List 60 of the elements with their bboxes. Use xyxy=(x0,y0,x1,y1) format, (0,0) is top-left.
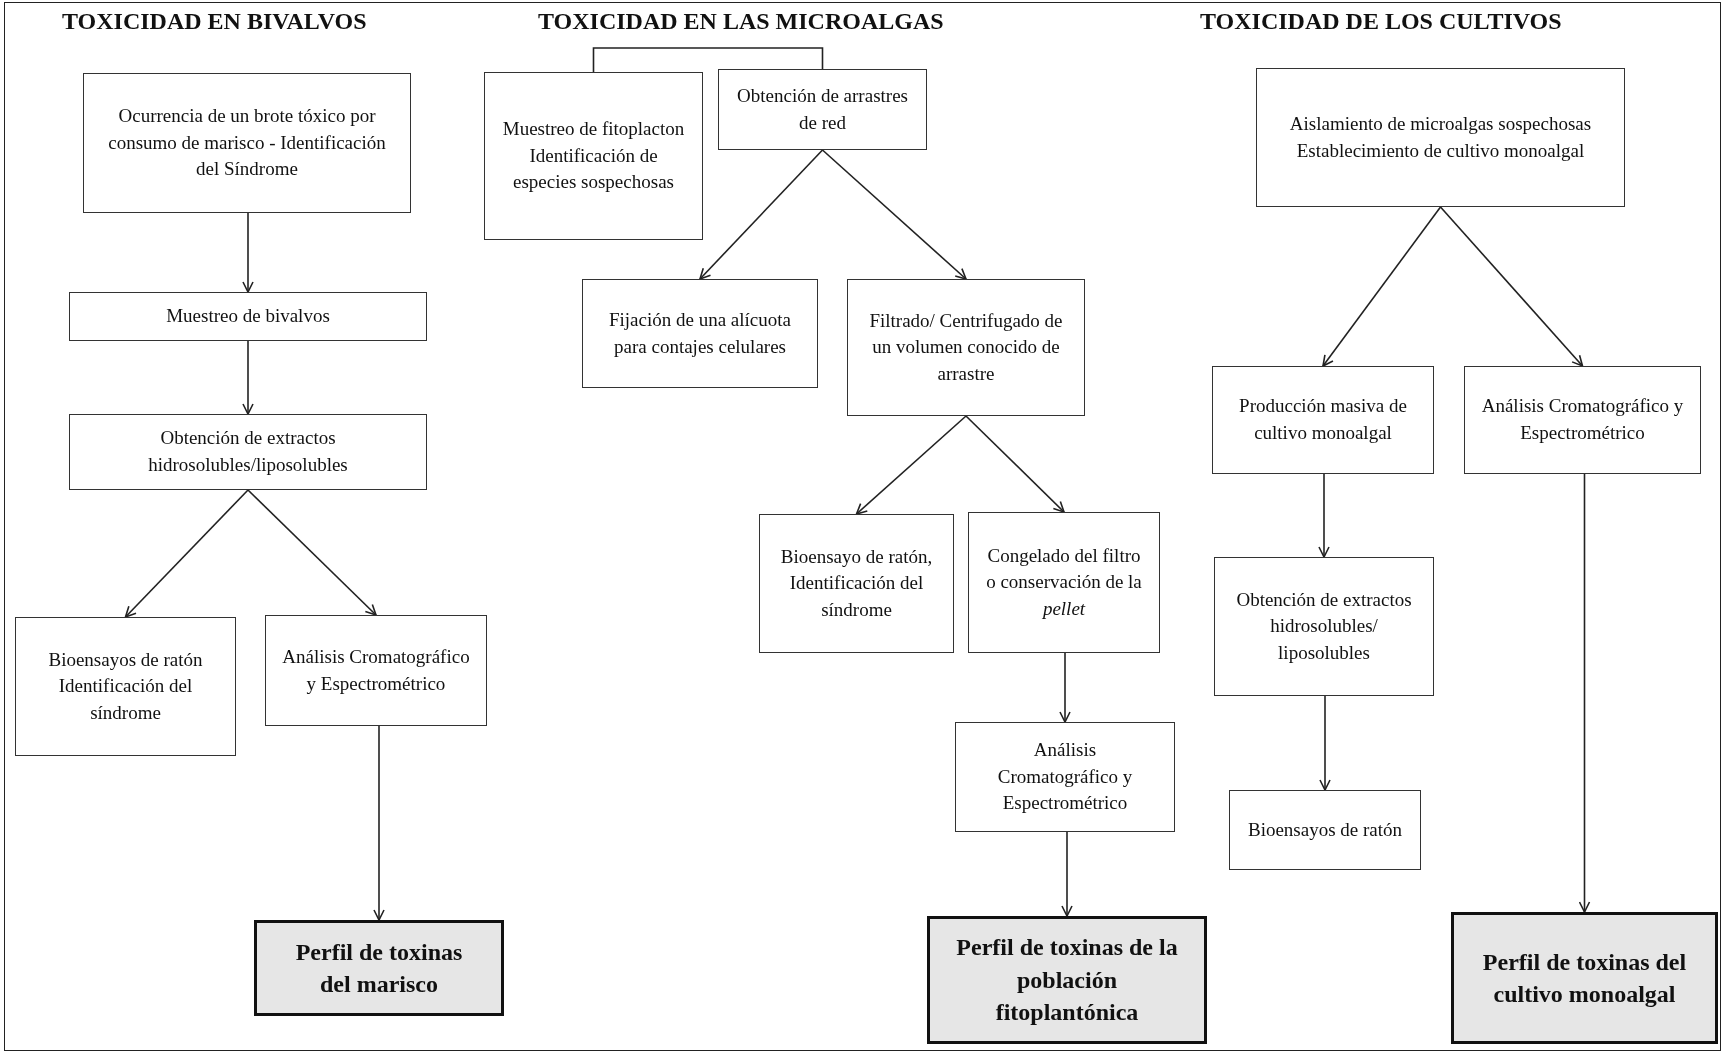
process-box xyxy=(847,279,1085,416)
process-box xyxy=(1212,366,1434,474)
box-text: Análisis Cromatográfico y Espectrométrico xyxy=(282,644,470,696)
arrow xyxy=(124,489,249,618)
box-text: Obtención de arrastres de red xyxy=(736,83,909,135)
process-box xyxy=(759,514,954,653)
arrow xyxy=(1059,652,1071,723)
column-heading: TOXICIDAD EN BIVALVOS xyxy=(62,8,367,35)
arrow xyxy=(1322,206,1442,367)
box-text: Filtrado/ Centrifugado de un volumen conocido de arrastre xyxy=(868,308,1064,386)
process-box xyxy=(1229,790,1421,870)
process-box xyxy=(718,69,927,150)
process-box xyxy=(83,73,411,213)
box-text: Análisis Cromatográfico y Espectrométrico xyxy=(996,738,1134,816)
process-box xyxy=(1256,68,1625,207)
box-text: Perfil de toxinas de la población fitoplantónica xyxy=(955,933,1179,1028)
arrow xyxy=(699,149,824,280)
box-text: Perfil de toxinas del marisco xyxy=(294,937,464,999)
process-box xyxy=(15,617,236,756)
box-text: Obtención de extractos hidrosolubles/ liposolubles xyxy=(1235,587,1413,665)
result-box xyxy=(927,916,1207,1044)
column-heading: TOXICIDAD EN LAS MICROALGAS xyxy=(538,8,944,35)
arrow xyxy=(1578,473,1591,913)
box-text: Bioensayos de ratón xyxy=(1247,817,1403,842)
box-text: Ocurrencia de un brote tóxico por consumo de marisco - Identificación del Síndrome xyxy=(107,104,387,182)
box-text: Fijación de una alícuota para contajes celulares xyxy=(608,307,792,359)
arrow xyxy=(242,212,254,293)
box-text: Muestreo de fitoplacton Identificación de especies sospechosas xyxy=(501,117,686,195)
arrow xyxy=(242,340,254,415)
arrow xyxy=(821,149,967,280)
box-text: Perfil de toxinas del cultivo monoalgal xyxy=(1481,947,1688,1009)
arrow xyxy=(855,415,967,515)
arrow xyxy=(1439,206,1584,367)
process-box xyxy=(582,279,818,388)
arrow xyxy=(1319,695,1331,791)
process-box xyxy=(955,722,1175,832)
box-text: Bioensayo de ratón, Identificación del síndrome xyxy=(779,544,934,622)
column-heading: TOXICIDAD DE LOS CULTIVOS xyxy=(1200,8,1562,35)
result-box xyxy=(1451,912,1718,1044)
arrow xyxy=(1061,831,1073,917)
box-text: Congelado del filtro o conservación de la pellet xyxy=(985,543,1143,621)
process-box xyxy=(1464,366,1701,474)
box-text: Obtención de extractos hidrosolubles/liposolubles xyxy=(147,426,349,477)
result-box xyxy=(254,920,504,1016)
process-box xyxy=(69,414,427,490)
bracket-connector xyxy=(592,47,824,73)
process-box xyxy=(484,72,703,240)
arrow xyxy=(373,725,385,921)
arrow xyxy=(1318,473,1330,558)
process-box xyxy=(265,615,487,726)
box-text: Análisis Cromatográfico y Espectrométrico xyxy=(1481,394,1684,445)
arrow xyxy=(247,489,377,616)
box-text: Aislamiento de microalgas sospechosas Establecimiento de cultivo monoalgal xyxy=(1288,111,1593,163)
process-box xyxy=(1214,557,1434,696)
box-text: Producción masiva de cultivo monoalgal xyxy=(1238,394,1408,445)
box-text: Muestreo de bivalvos xyxy=(166,304,330,329)
process-box xyxy=(968,512,1160,653)
process-box xyxy=(69,292,427,341)
box-text: Bioensayos de ratón Identificación del síndrome xyxy=(47,647,204,725)
arrow xyxy=(965,415,1065,513)
